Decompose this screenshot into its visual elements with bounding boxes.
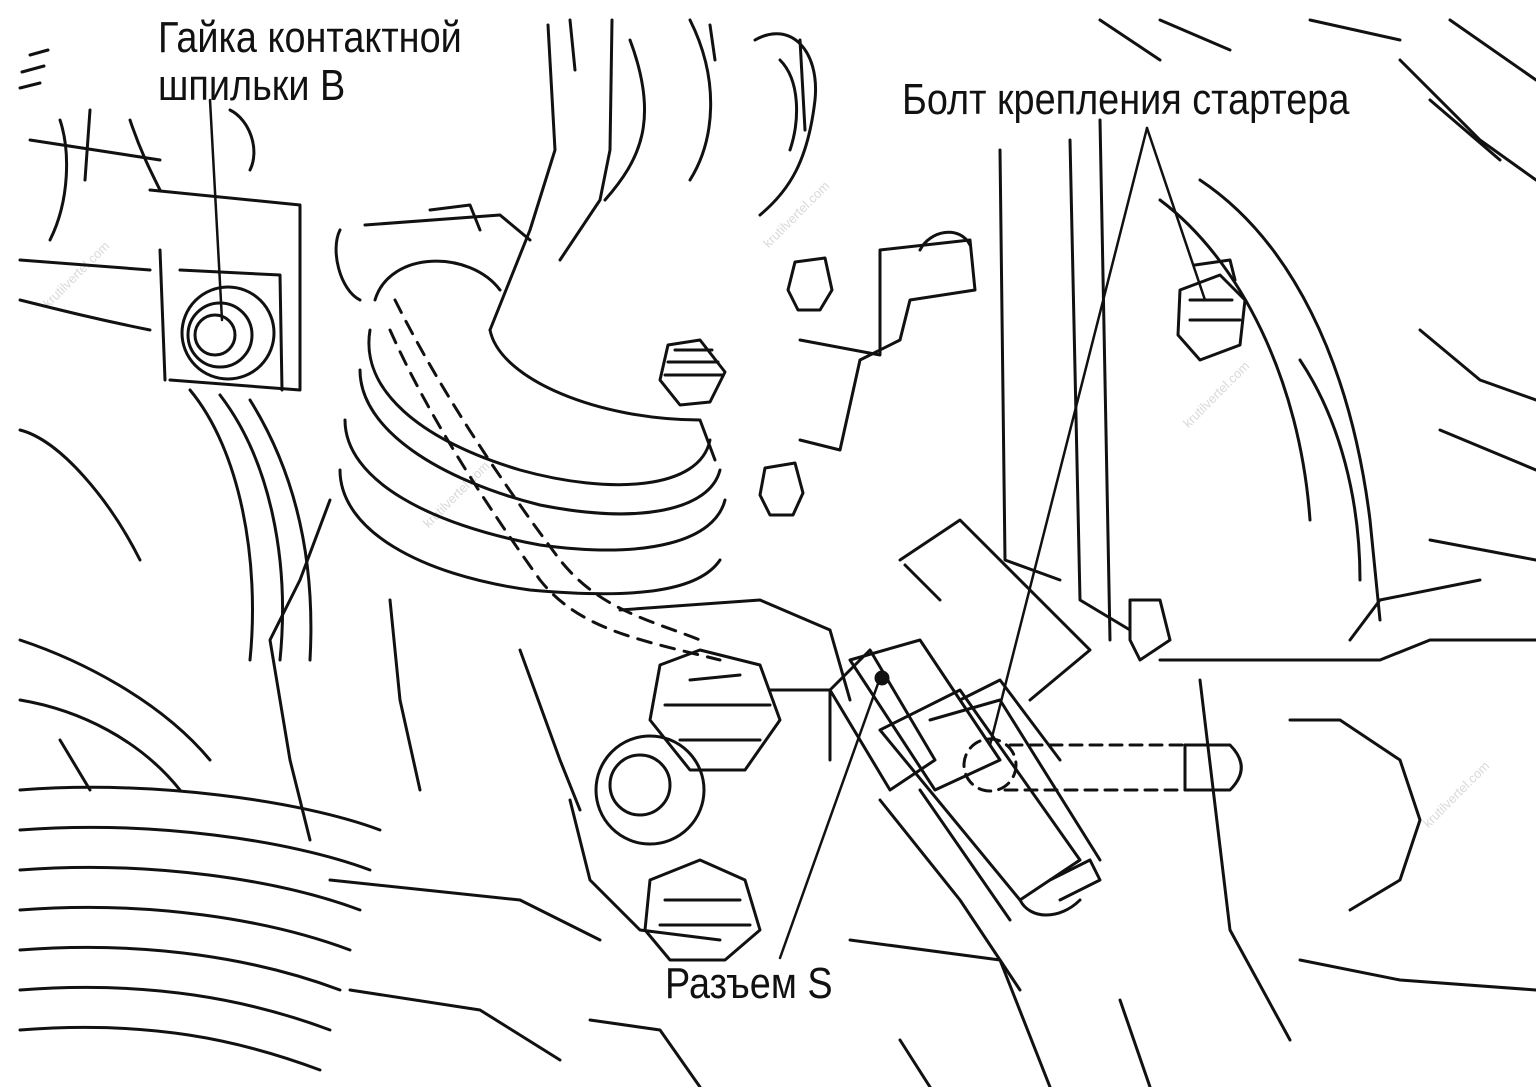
right-lines <box>1098 18 1536 562</box>
lower-bellows <box>18 785 382 1072</box>
starter-bolt-label: Болт крепления стартера <box>902 75 1350 124</box>
center-flange <box>518 648 722 942</box>
hidden-lines <box>388 298 722 662</box>
contact-stud-nut-label-line1: Гайка контактной <box>158 13 462 62</box>
starter-pin <box>1183 743 1243 792</box>
leader-lines <box>208 98 1207 960</box>
edge-ticks <box>18 48 50 90</box>
lower-hex-bolt <box>643 858 762 962</box>
starter-housing <box>998 118 1536 1042</box>
left-bracket <box>18 108 302 392</box>
starter-bolt-top <box>1176 258 1247 362</box>
contact-stud-nut-label: Гайка контактной шпильки В <box>158 14 462 110</box>
plate-bolts <box>758 230 977 517</box>
central-post <box>488 18 818 332</box>
bottom-lines <box>328 878 1152 1087</box>
main-body <box>268 203 727 842</box>
column-nut <box>658 338 727 407</box>
contact-stud-nut <box>180 285 276 381</box>
left-panels <box>18 388 313 792</box>
center-hex-bolt <box>618 598 852 772</box>
connector-s-label: Разъем S <box>665 959 833 1008</box>
contact-stud-nut-label-line2: шпильки В <box>158 61 346 110</box>
connector-hidden-lines <box>962 737 1187 793</box>
